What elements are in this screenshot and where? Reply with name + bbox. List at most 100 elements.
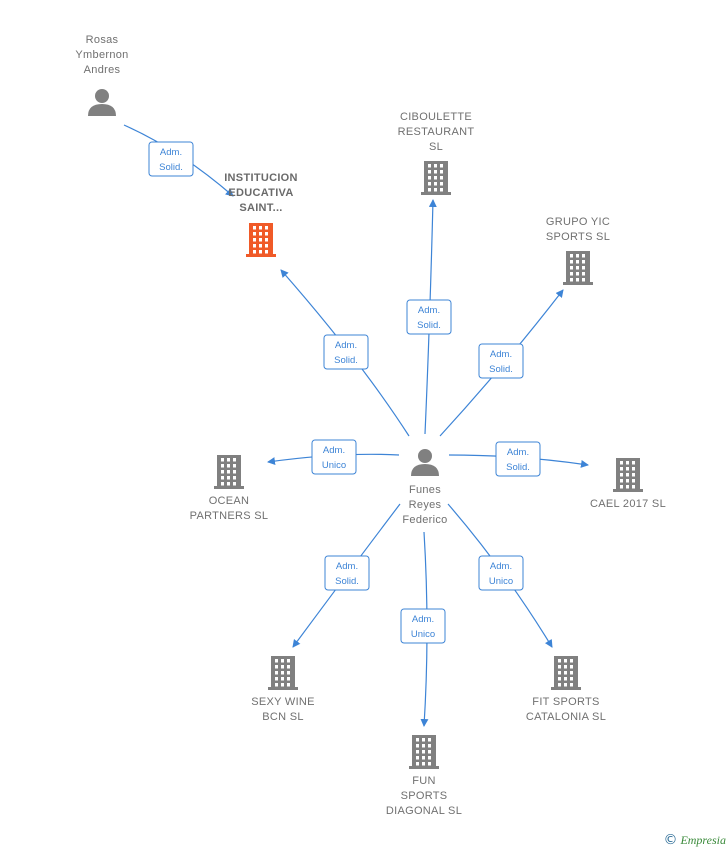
building-base — [563, 282, 593, 285]
relation-badge-text: Unico — [411, 629, 435, 640]
node-label-line: PARTNERS SL — [190, 510, 269, 522]
relation-badge-box — [148, 141, 194, 177]
building-window — [259, 232, 262, 236]
building-window — [253, 226, 256, 230]
building-icon — [268, 656, 298, 690]
building-window — [227, 458, 230, 462]
building-window — [259, 238, 262, 242]
building-base — [268, 687, 298, 690]
node-label-line: SL — [429, 141, 443, 153]
building-base — [551, 687, 581, 690]
relation-badge-box — [311, 439, 357, 475]
building-window — [582, 266, 585, 270]
building-window — [281, 659, 284, 663]
relation-badge[interactable]: Adm.Solid. — [495, 441, 541, 477]
relation-badge[interactable]: Adm.Unico — [311, 439, 357, 475]
node-label-line: EDUCATIVA — [228, 187, 293, 199]
relation-badge[interactable]: Adm.Solid. — [478, 343, 524, 379]
node-label-line: RESTAURANT — [398, 126, 475, 138]
building-icon — [613, 458, 643, 492]
building-window — [440, 176, 443, 180]
building-window — [428, 170, 431, 174]
relation-badge[interactable]: Adm.Unico — [400, 608, 446, 644]
building-window — [564, 677, 567, 681]
building-window — [558, 677, 561, 681]
node-label-line: FUN — [412, 775, 436, 787]
relation-badge-box — [323, 334, 369, 370]
relation-badge-text: Unico — [489, 576, 513, 587]
building-window — [233, 476, 236, 480]
relation-badge[interactable]: Adm.Solid. — [148, 141, 194, 177]
relation-badge-box — [478, 555, 524, 591]
relation-badge[interactable]: Adm.Solid. — [323, 334, 369, 370]
building-window — [287, 659, 290, 663]
building-base — [214, 486, 244, 489]
node-ocean[interactable]: OCEAN PARTNERS SL — [190, 455, 269, 522]
relation-badge[interactable]: Adm.Solid. — [406, 299, 452, 335]
building-window — [416, 750, 419, 754]
building-window — [281, 671, 284, 675]
building-window — [582, 278, 585, 282]
building-window — [434, 188, 437, 192]
building-window — [576, 260, 579, 264]
node-label: INSTITUCIONEDUCATIVASAINT... — [224, 172, 298, 214]
building-window — [570, 671, 573, 675]
building-base — [409, 766, 439, 769]
building-window — [221, 482, 224, 486]
building-window — [253, 238, 256, 242]
building-window — [440, 182, 443, 186]
node-institucion[interactable]: INSTITUCIONEDUCATIVASAINT... — [224, 172, 298, 257]
building-window — [558, 683, 561, 687]
building-window — [221, 464, 224, 468]
building-window — [265, 226, 268, 230]
building-window — [422, 738, 425, 742]
building-window — [626, 485, 629, 489]
building-window — [275, 665, 278, 669]
building-window — [227, 482, 230, 486]
node-cael[interactable]: CAEL 2017 SL — [590, 458, 666, 510]
building-window — [620, 485, 623, 489]
brand-name: Empresia — [680, 832, 726, 847]
relation-badge-text: Adm. — [490, 561, 512, 572]
building-window — [440, 188, 443, 192]
building-window — [287, 683, 290, 687]
building-window — [259, 250, 262, 254]
node-label-line: INSTITUCION — [224, 172, 298, 184]
building-window — [626, 467, 629, 471]
building-base — [613, 489, 643, 492]
edge-labels-layer: Adm.Solid.Adm.Solid.Adm.Solid.Adm.Solid.… — [148, 141, 541, 644]
relation-badge[interactable]: Adm. Unico — [478, 555, 524, 591]
person-head — [418, 449, 432, 463]
relation-badge-box — [324, 555, 370, 591]
building-window — [253, 244, 256, 248]
building-window — [564, 659, 567, 663]
relation-badge-text: Adm. — [323, 445, 345, 456]
building-window — [632, 485, 635, 489]
building-window — [558, 665, 561, 669]
edges-layer — [123, 124, 589, 727]
building-window — [233, 482, 236, 486]
building-window — [233, 458, 236, 462]
building-window — [632, 467, 635, 471]
building-window — [416, 756, 419, 760]
building-window — [620, 479, 623, 483]
building-window — [564, 683, 567, 687]
footer-brand[interactable]: © Empresia — [663, 832, 726, 848]
building-window — [620, 461, 623, 465]
relation-badge[interactable]: Adm.Solid. — [324, 555, 370, 591]
building-window — [265, 250, 268, 254]
relation-badge-text: Solid. — [489, 364, 513, 375]
node-label-line: Rosas — [86, 34, 119, 46]
relation-badge-box — [495, 441, 541, 477]
node-label-line: OCEAN — [209, 495, 250, 507]
